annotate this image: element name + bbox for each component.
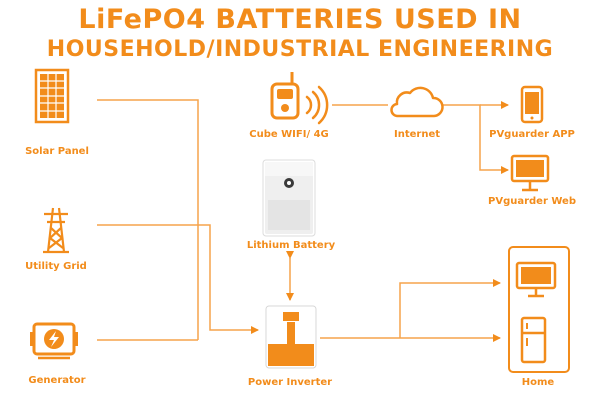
pylon-icon <box>43 207 69 254</box>
phone-icon <box>520 85 544 124</box>
internet-label: Internet <box>393 129 441 140</box>
solar-panel-icon <box>34 68 70 124</box>
generator-label: Generator <box>28 375 86 386</box>
monitor-icon <box>510 154 550 192</box>
lithium-battery-icon <box>262 159 316 237</box>
pvguarder-web-label: PVguarder Web <box>488 196 576 207</box>
connector-internet-to-devices <box>440 104 509 174</box>
connector-solar-to-inverter <box>97 99 199 340</box>
wifi-device-icon <box>270 72 300 120</box>
pvguarder-app-label: PVguarder APP <box>489 129 575 140</box>
connectors <box>97 99 509 342</box>
inverter-icon <box>265 305 317 369</box>
solar-panel-label: Solar Panel <box>25 146 89 157</box>
power-inverter-label: Power Inverter <box>247 377 333 388</box>
cube-wifi-label: Cube WIFI/ 4G <box>249 129 329 140</box>
home-label: Home <box>521 377 555 388</box>
connector-grid-to-inverter <box>97 224 259 334</box>
home-icon <box>508 246 570 373</box>
title-line-2: HOUSEHOLD/INDUSTRIAL ENGINEERING <box>46 37 554 62</box>
fridge-icon <box>520 316 547 364</box>
utility-grid-label: Utility Grid <box>25 261 87 272</box>
tv-icon <box>515 261 557 298</box>
cloud-icon <box>390 86 444 118</box>
connector-branch-to-home <box>399 279 501 338</box>
title-line-1: LiFePO4 BATTERIES USED IN <box>78 4 522 35</box>
wireless-signal-icon <box>305 85 329 125</box>
lithium-battery-label: Lithium Battery <box>246 240 336 251</box>
generator-icon <box>30 322 78 360</box>
